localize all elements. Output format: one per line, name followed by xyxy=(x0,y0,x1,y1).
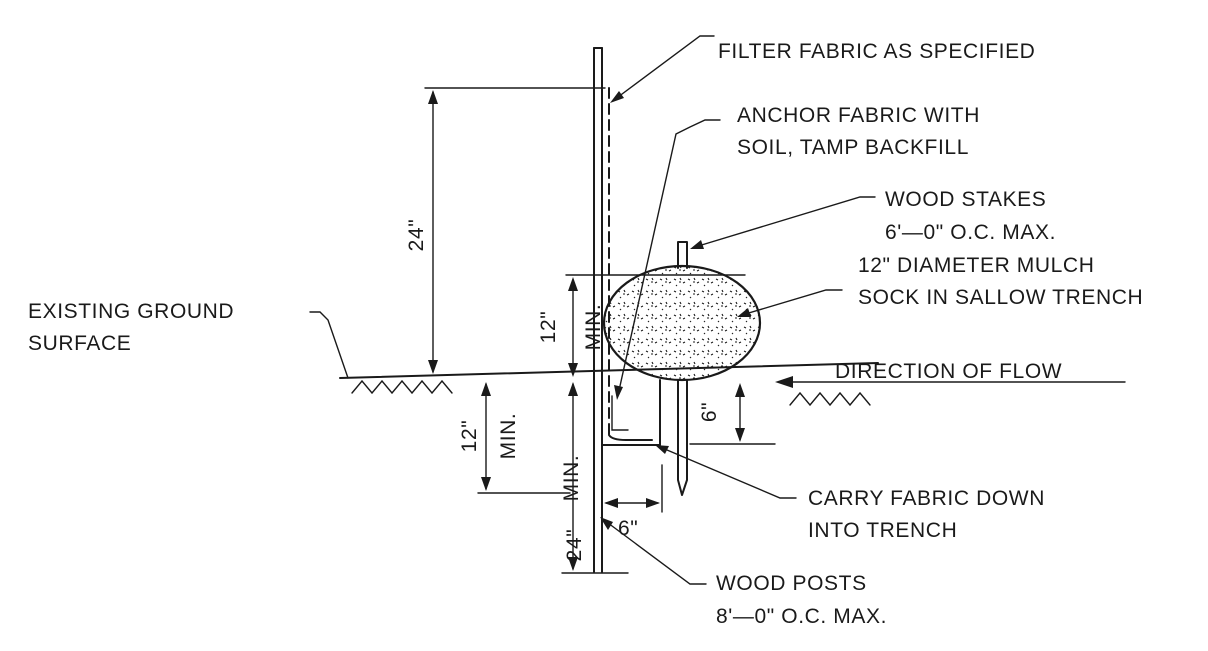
callout-wood-posts: WOOD POSTS 8'—0" O.C. MAX. xyxy=(600,517,887,628)
callout-wood-stakes: WOOD STAKES 6'—0" O.C. MAX. xyxy=(690,188,1056,249)
wood-stake xyxy=(677,241,688,496)
callout-carry-fabric: CARRY FABRIC DOWN INTO TRENCH xyxy=(655,445,1045,542)
label-sock-line1: 12" DIAMETER MULCH xyxy=(858,254,1094,277)
dim-stake-depth-label: 6" xyxy=(698,402,721,422)
dim-trench-depth: 12" MIN. xyxy=(458,382,571,494)
dim-trench-width-label: 6" xyxy=(618,517,638,540)
label-posts-line2: 8'—0" O.C. MAX. xyxy=(716,605,887,628)
callout-direction-of-flow: DIRECTION OF FLOW xyxy=(775,360,1126,388)
filter-fabric xyxy=(608,87,653,441)
label-carry-line2: INTO TRENCH xyxy=(808,519,957,542)
ground-hatch-right xyxy=(789,391,871,407)
label-flow: DIRECTION OF FLOW xyxy=(835,360,1062,383)
dim-post-embed-min: MIN. xyxy=(560,455,583,502)
ground-hatch-left xyxy=(351,379,453,395)
dim-trench-depth-label: 12" xyxy=(458,420,481,453)
dim-sock-height: 12" MIN. xyxy=(537,274,746,377)
dim-post-embed-label: 24" xyxy=(563,529,586,562)
dim-fence-above: 24" xyxy=(405,87,606,374)
callout-existing-ground: EXISTING GROUND SURFACE xyxy=(28,300,349,379)
label-ground-line1: EXISTING GROUND xyxy=(28,300,234,323)
label-anchor-line2: SOIL, TAMP BACKFILL xyxy=(737,136,969,159)
callout-anchor-fabric: ANCHOR FABRIC WITH SOIL, TAMP BACKFILL xyxy=(614,104,980,400)
label-stakes-line2: 6'—0" O.C. MAX. xyxy=(885,221,1056,244)
dim-post-embed: 24" MIN. xyxy=(560,382,629,574)
trench-outline xyxy=(601,379,661,446)
dim-sock-height-min: MIN. xyxy=(582,304,605,351)
wood-post xyxy=(593,47,603,573)
label-stakes-line1: WOOD STAKES xyxy=(885,188,1046,211)
dim-fence-above-label: 24" xyxy=(405,219,428,252)
mulch-sock xyxy=(602,264,762,382)
callout-filter-fabric: FILTER FABRIC AS SPECIFIED xyxy=(610,35,1035,103)
dim-trench-width: 6" xyxy=(604,464,663,540)
callout-mulch-sock: 12" DIAMETER MULCH SOCK IN SALLOW TRENCH xyxy=(737,254,1143,317)
trench-backfill xyxy=(611,395,629,431)
dim-trench-depth-min: MIN. xyxy=(497,413,520,460)
label-filter-fabric: FILTER FABRIC AS SPECIFIED xyxy=(718,40,1035,63)
dim-sock-height-label: 12" xyxy=(537,311,560,344)
label-carry-line1: CARRY FABRIC DOWN xyxy=(808,487,1045,510)
label-posts-line1: WOOD POSTS xyxy=(716,572,867,595)
label-anchor-line1: ANCHOR FABRIC WITH xyxy=(737,104,980,127)
label-sock-line2: SOCK IN SALLOW TRENCH xyxy=(858,286,1143,309)
dim-stake-depth: 6" xyxy=(689,383,776,445)
label-ground-line2: SURFACE xyxy=(28,332,131,355)
